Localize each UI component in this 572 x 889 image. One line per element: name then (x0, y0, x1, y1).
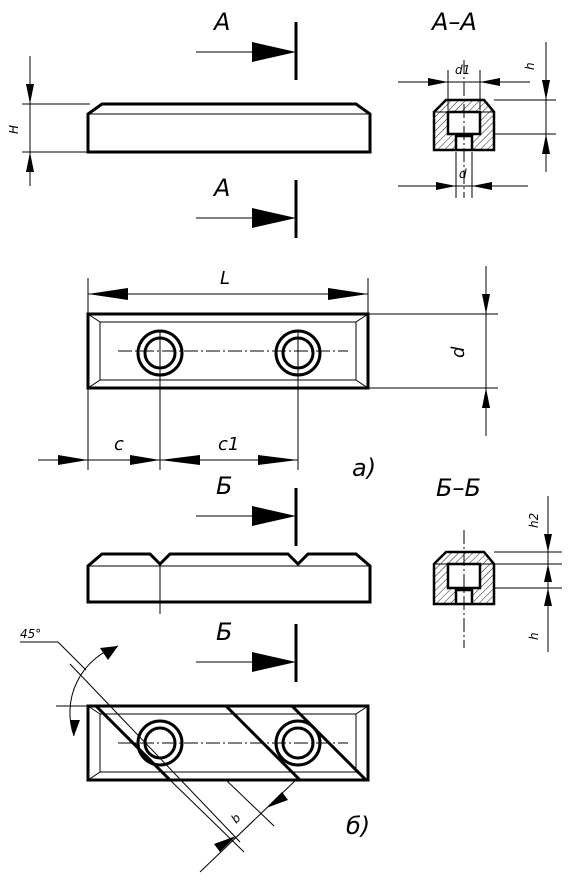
label-dim-l: L (220, 268, 230, 289)
label-section-a-top: А (212, 8, 230, 36)
label-dim-c: c (114, 434, 124, 455)
label-dim-h2: h2 (527, 513, 541, 528)
label-dim-h-bb: h (527, 632, 541, 640)
label-section-b-top: Б (216, 472, 232, 500)
section-aa-view (398, 42, 556, 198)
side-view-a (22, 22, 372, 238)
section-bb-view (432, 496, 562, 652)
side-view-b: Б (86, 472, 372, 682)
label-section-a-bottom: А (212, 174, 230, 202)
label-dim-d-aa: d (459, 167, 467, 181)
plan-view-b (20, 641, 370, 873)
label-dim-h: H (7, 125, 21, 134)
label-section-aa: А–А (430, 8, 477, 36)
label-section-b-bottom: Б (216, 618, 232, 646)
plan-view-a (38, 266, 498, 470)
label-dim-b: b (228, 811, 244, 827)
label-dim-c1: c1 (218, 434, 239, 455)
label-variant-b: б) (346, 812, 370, 840)
label-dim-d1: d1 (455, 63, 470, 77)
label-variant-a: а) (352, 454, 376, 482)
label-section-bb: Б–Б (436, 474, 481, 502)
label-dim-angle: 45° (20, 627, 41, 641)
label-dim-h-aa: h (523, 62, 537, 70)
label-dim-d-plan: d (448, 346, 469, 358)
